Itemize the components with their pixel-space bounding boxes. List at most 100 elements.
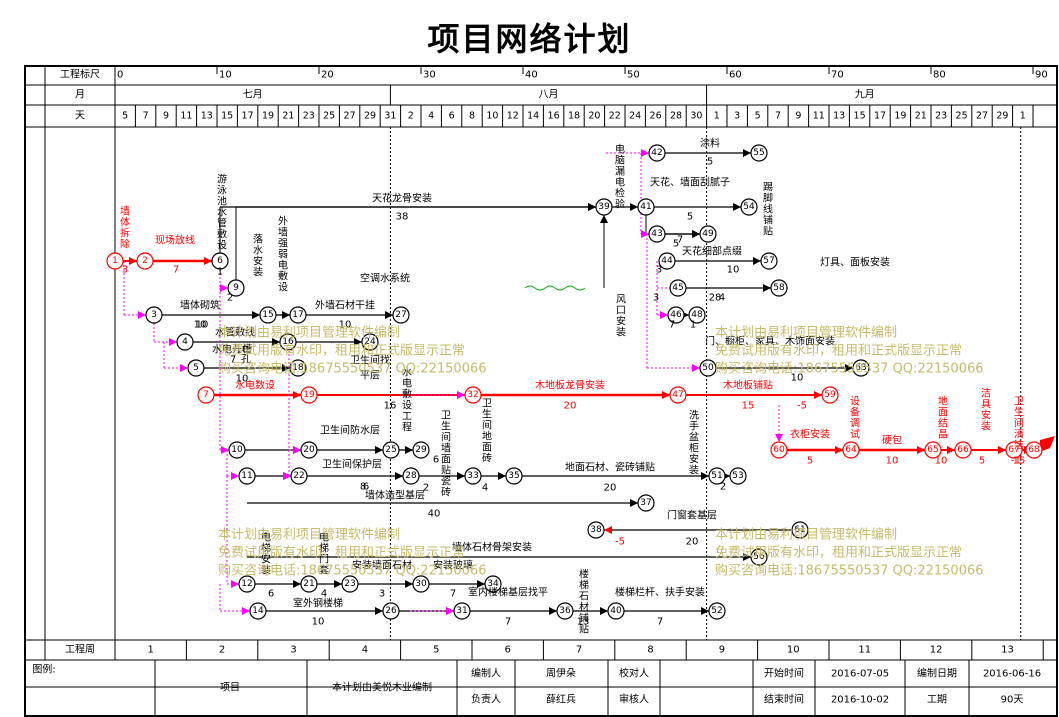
activity-duration: 28: [709, 293, 722, 304]
activity-label-char: 检: [615, 187, 625, 200]
day-cell: 24: [629, 111, 641, 122]
network-node-label: 22: [293, 471, 304, 481]
activity-label-char: 卫: [482, 399, 492, 410]
day-label: 天: [75, 111, 85, 122]
dummy-edge-arrow: [283, 472, 291, 480]
day-cell: 19: [894, 111, 906, 122]
activity-duration: 1: [217, 267, 223, 278]
activity-edge-arrow: [293, 580, 301, 588]
watermark-text: 本计划由易利项目管理软件编制: [218, 528, 400, 543]
activity-duration: 5: [807, 456, 813, 467]
activity-label-char: 安: [981, 409, 991, 422]
network-node-label: 63: [855, 363, 866, 373]
float-value: -1: [1011, 456, 1021, 467]
activity-duration: 2: [720, 482, 726, 493]
critical-edge-arrow: [947, 446, 955, 454]
network-node: [361, 333, 379, 351]
activity-edge-arrow: [405, 580, 413, 588]
activity-label: 门、橱柜、家具、木饰面安装: [705, 335, 835, 348]
network-node-label: 37: [640, 498, 651, 508]
network-node: [290, 467, 308, 485]
network-node-label: 28: [405, 471, 417, 481]
network-node-label: 59: [824, 390, 836, 400]
watermark-text: 本计划由易利项目管理软件编制: [715, 326, 897, 341]
activity-label-char: 游: [217, 173, 227, 186]
watermark-text: 免费试用版有水印，租用和正式版显示正常: [715, 344, 962, 359]
timescale-label: 工程标尺: [60, 69, 100, 81]
activity-duration: 10: [727, 265, 740, 276]
network-node-label: 50: [702, 363, 714, 373]
day-cell: 5: [755, 111, 761, 122]
day-cell: 25: [956, 111, 968, 122]
network-node: [791, 521, 809, 539]
network-node: [249, 602, 267, 620]
activity-label: 地面石材、瓷砖铺贴: [565, 461, 655, 474]
network-node-label: 16: [282, 337, 294, 347]
network-node: [760, 252, 778, 270]
critical-edge-arrow: [917, 446, 925, 454]
activity-label-char: 装: [261, 564, 271, 577]
activity-label: 硬包: [882, 434, 902, 447]
activity-label-char: 面: [482, 443, 492, 454]
activity-duration: 20: [686, 537, 699, 548]
week-cell: 11: [858, 645, 871, 656]
network-node-label: 23: [344, 579, 355, 589]
activity-label-char: 清: [1014, 428, 1024, 441]
activity-label-char: 面: [441, 455, 451, 466]
week-cell: 5: [433, 645, 439, 656]
network-node: [607, 602, 625, 620]
day-cell: 1: [1020, 111, 1026, 122]
activity-label: 木地板铺贴: [723, 379, 773, 392]
day-cell: 31: [384, 111, 396, 122]
network-node: [708, 467, 726, 485]
activity-label-char: 瓷: [441, 475, 451, 488]
watermark-text: 免费试用版有水印，租用和正式版显示正常: [218, 344, 465, 359]
activity-duration: 1: [690, 320, 696, 331]
network-node: [300, 441, 318, 459]
network-node: [658, 252, 676, 270]
day-cell: 2: [408, 111, 414, 122]
network-node-label: 65: [927, 445, 938, 455]
activity-label: 木地板龙骨安装: [535, 379, 605, 392]
day-cell: 25: [323, 111, 335, 122]
activity-label-char: 墙: [441, 442, 451, 455]
month-cell: 八月: [539, 89, 559, 101]
activity-label-char: 水: [402, 367, 412, 379]
activity-label-char: 安: [616, 315, 626, 328]
network-node: [688, 306, 706, 324]
dummy-edge-arrow: [138, 311, 146, 319]
activity-label: 门窗套基层: [667, 509, 717, 522]
network-node-label: 29: [415, 445, 427, 455]
network-node-label: 67: [1008, 445, 1019, 455]
watermark-text: 免费试用版有水印，租用和正式版显示正常: [218, 546, 465, 561]
activity-duration: 8: [360, 482, 366, 493]
activity-label: 天花龙骨安装: [372, 192, 432, 205]
activity-duration: 5: [687, 212, 693, 223]
activity-label-char: 装: [253, 266, 263, 279]
activity-label-char: 梯: [319, 542, 329, 555]
week-cell: 9: [719, 645, 725, 656]
network-node: [669, 279, 687, 297]
activity-duration: 7: [669, 320, 675, 331]
network-node-label: 68: [1028, 445, 1040, 455]
network-node-label: 56: [753, 552, 765, 562]
responsible-value: 薛红兵: [546, 693, 576, 706]
day-cell: 22: [609, 111, 621, 122]
activity-label: 天花、墙面刮腻子: [650, 176, 730, 189]
network-node-label: 3: [151, 310, 157, 320]
activity-duration: 6: [433, 455, 439, 466]
month-cell: 七月: [243, 89, 263, 101]
network-node-label: 52: [711, 606, 722, 616]
network-node-label: 41: [640, 202, 651, 212]
network-node-label: 26: [385, 606, 397, 616]
date-label: 编制日期: [917, 667, 957, 680]
activity-duration: 2: [227, 293, 233, 304]
day-cell: 19: [262, 111, 274, 122]
scale-tick-label: 40: [525, 70, 538, 81]
week-label: 工程周: [65, 644, 95, 656]
network-node-label: 5: [193, 363, 199, 373]
activity-label-char: 落: [253, 234, 263, 246]
day-cell: 6: [449, 111, 455, 122]
activity-label-char: 敷: [278, 270, 288, 283]
